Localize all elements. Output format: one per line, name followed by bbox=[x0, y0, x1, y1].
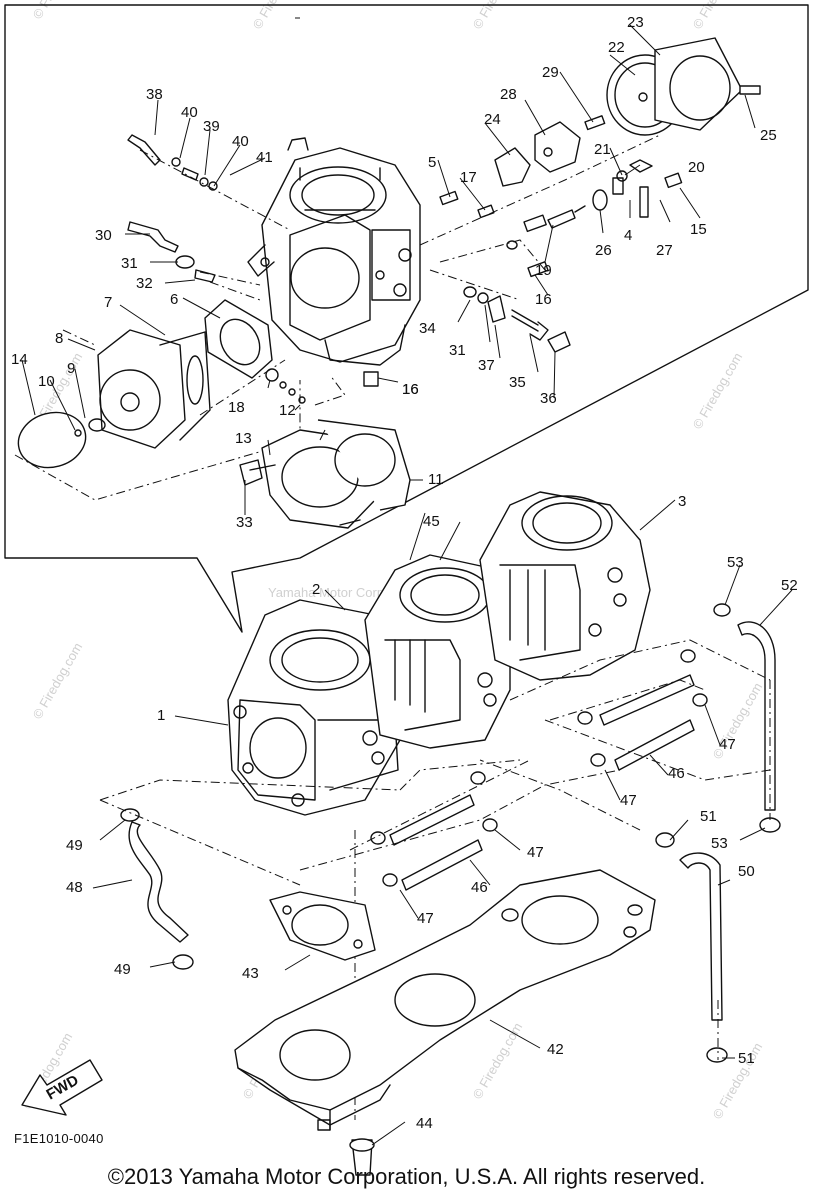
part-label: 53 bbox=[727, 554, 744, 571]
figure-code: F1E1010-0040 bbox=[14, 1131, 104, 1146]
part-label: 26 bbox=[595, 242, 612, 259]
part-label: 51 bbox=[700, 808, 717, 825]
part-label: 47 bbox=[527, 844, 544, 861]
part-labels: 1 2 3 4 5 6 7 8 9 10 11 12 13 14 15 16 1… bbox=[11, 14, 798, 1132]
watermark: © Firedog.com bbox=[30, 0, 86, 22]
part-label: 1 bbox=[157, 707, 165, 724]
detail-top-right-parts bbox=[419, 37, 761, 301]
part-label: 47 bbox=[417, 910, 434, 927]
part-label: 44 bbox=[416, 1115, 433, 1132]
part-label: 24 bbox=[484, 111, 501, 128]
part-label: 46 bbox=[471, 879, 488, 896]
part-label: 12 bbox=[279, 402, 296, 419]
main-carburetor-1 bbox=[227, 599, 401, 816]
part-label: 51 bbox=[738, 1050, 755, 1067]
part-label: 40 bbox=[181, 104, 198, 121]
detail-inset-frame bbox=[4, 4, 809, 633]
part-label: 16 bbox=[402, 381, 419, 398]
part-label: 7 bbox=[104, 294, 112, 311]
watermark: © Firedog.com bbox=[30, 640, 86, 722]
main-hoses bbox=[120, 603, 781, 1063]
part-label: 31 bbox=[449, 342, 466, 359]
part-label: 17 bbox=[460, 169, 477, 186]
part-label: 27 bbox=[656, 242, 673, 259]
part-label: 21 bbox=[594, 141, 611, 158]
part-label: 16 bbox=[402, 381, 419, 398]
part-label: 22 bbox=[608, 39, 625, 56]
part-label: 41 bbox=[256, 149, 273, 166]
part-label: 33 bbox=[236, 514, 253, 531]
part-label: 30 bbox=[95, 227, 112, 244]
part-label: 14 bbox=[11, 351, 28, 368]
part-label: 52 bbox=[781, 577, 798, 594]
part-label: 32 bbox=[136, 275, 153, 292]
main-carburetor-2 bbox=[364, 554, 511, 749]
part-label: 38 bbox=[146, 86, 163, 103]
detail-pump-cover bbox=[14, 281, 301, 501]
part-label: 10 bbox=[38, 373, 55, 390]
part-label: 20 bbox=[688, 159, 705, 176]
part-label: 8 bbox=[55, 330, 63, 347]
watermark: © Firedog.com bbox=[470, 1020, 526, 1102]
part-label: 6 bbox=[170, 291, 178, 308]
part-label: 19 bbox=[535, 262, 552, 279]
part-label: 47 bbox=[719, 736, 736, 753]
detail-screws bbox=[127, 134, 571, 387]
part-label: 49 bbox=[114, 961, 131, 978]
part-label: 15 bbox=[690, 221, 707, 238]
part-label: 3 bbox=[678, 493, 686, 510]
part-label: 39 bbox=[203, 118, 220, 135]
part-label: 5 bbox=[428, 154, 436, 171]
part-label: 25 bbox=[760, 127, 777, 144]
main-intake-manifold bbox=[234, 869, 656, 1176]
part-label: 18 bbox=[228, 399, 245, 416]
fwd-arrow: FWD bbox=[21, 1059, 103, 1116]
part-label: 11 bbox=[428, 471, 444, 488]
main-carburetor-3 bbox=[479, 491, 651, 681]
watermark: © Firedog.com bbox=[710, 680, 766, 762]
part-label: 40 bbox=[232, 133, 249, 150]
part-label: 34 bbox=[419, 320, 436, 337]
part-label: 9 bbox=[67, 360, 75, 377]
detail-carburetor-body bbox=[247, 137, 421, 366]
part-label: 48 bbox=[66, 879, 83, 896]
part-label: 2 bbox=[312, 581, 320, 598]
part-label: 4 bbox=[624, 227, 632, 244]
part-label: 42 bbox=[547, 1041, 564, 1058]
part-label: 35 bbox=[509, 374, 526, 391]
copyright-notice: ©2013 Yamaha Motor Corporation, U.S.A. A… bbox=[107, 1164, 706, 1189]
watermark: © Firedog.com bbox=[690, 350, 746, 432]
part-label: 49 bbox=[66, 837, 83, 854]
part-label: 53 bbox=[711, 835, 728, 852]
part-label: 46 bbox=[668, 765, 685, 782]
part-label: 23 bbox=[627, 14, 644, 31]
part-label: 43 bbox=[242, 965, 259, 982]
part-label: 45 bbox=[423, 513, 440, 530]
part-label: 50 bbox=[738, 863, 755, 880]
part-label: 31 bbox=[121, 255, 138, 272]
part-label: 29 bbox=[542, 64, 559, 81]
detail-intake-gasket bbox=[199, 359, 411, 529]
part-label: 36 bbox=[540, 390, 557, 407]
part-label: 13 bbox=[235, 430, 252, 447]
leader-lines bbox=[21, 17, 793, 1146]
part-label: 47 bbox=[620, 792, 637, 809]
part-label: 37 bbox=[478, 357, 495, 374]
part-label: 16 bbox=[535, 291, 552, 308]
part-label: 28 bbox=[500, 86, 517, 103]
